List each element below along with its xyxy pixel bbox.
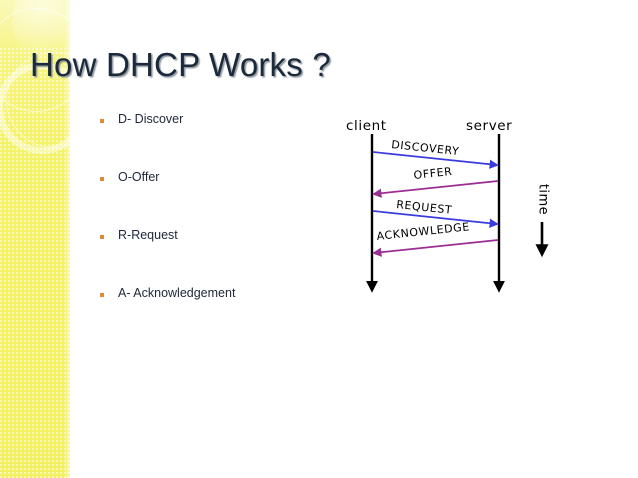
dhcp-sequence-diagram: client server [330, 112, 580, 312]
message-arrow-request [372, 210, 499, 228]
list-item: O-Offer [100, 170, 330, 228]
list-item: R-Request [100, 228, 330, 286]
time-axis: time [530, 174, 556, 274]
list-item: D- Discover [100, 112, 330, 170]
list-item-label: O-Offer [118, 170, 160, 184]
decorative-sidebar [0, 0, 70, 478]
list-item-label: D- Discover [118, 112, 184, 126]
list-item-label: A- Acknowledgement [118, 286, 236, 300]
sidebar-top-wash [0, 0, 70, 56]
bullet-marker-icon [100, 119, 104, 123]
bullet-list: D- Discover O-Offer R-Request A- Acknowl… [100, 112, 330, 344]
sidebar-right-edge [64, 0, 70, 478]
message-arrow-acknowledge [372, 239, 499, 257]
bullet-marker-icon [100, 293, 104, 297]
bullet-marker-icon [100, 177, 104, 181]
sequence-diagram-canvas [366, 134, 549, 293]
message-arrow-discovery [372, 151, 499, 169]
actor-label-client: client [346, 118, 387, 134]
actor-label-server: server [466, 118, 513, 134]
time-axis-label: time [535, 183, 551, 216]
list-item-label: R-Request [118, 228, 178, 242]
page-title: How DHCP Works ? [30, 46, 331, 83]
list-item: A- Acknowledgement [100, 286, 330, 344]
bullet-marker-icon [100, 235, 104, 239]
message-arrow-offer [372, 180, 499, 198]
